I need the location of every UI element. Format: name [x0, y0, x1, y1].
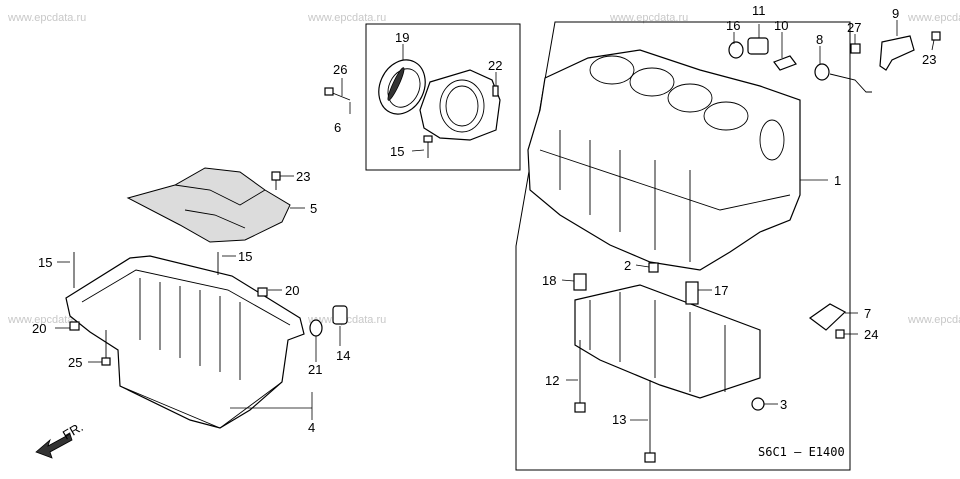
- callout-13: 13: [612, 412, 626, 427]
- callout-25: 25: [68, 355, 82, 370]
- callout-26: 26: [333, 62, 347, 77]
- oil-seal-housing[interactable]: [419, 69, 501, 141]
- callout-8: 8: [816, 32, 823, 47]
- callout-24: 24: [864, 327, 878, 342]
- bolt-head: [574, 402, 586, 413]
- block-webs: [559, 130, 691, 262]
- watermark-text: www.epcdata.ru: [907, 12, 960, 24]
- callout-3: 3: [780, 397, 787, 412]
- baffle-plate-body[interactable]: [126, 167, 291, 243]
- callout-12: 12: [545, 373, 559, 388]
- callout-9: 9: [892, 6, 899, 21]
- nut[interactable]: [257, 287, 268, 297]
- nut[interactable]: [751, 397, 765, 411]
- bearing-cap-webs: [589, 292, 726, 392]
- leader-lines: [55, 20, 935, 421]
- block-boss: [759, 119, 785, 161]
- callout-1: 1: [834, 173, 841, 188]
- bolt-head[interactable]: [101, 357, 111, 366]
- knock-sensor-8[interactable]: [814, 63, 830, 81]
- callout-15: 15: [38, 255, 52, 270]
- dowel-pin[interactable]: [492, 85, 499, 97]
- sealing-bolt-11[interactable]: [747, 37, 769, 55]
- oil-pan-flange: [81, 269, 291, 326]
- callout-23: 23: [296, 169, 310, 184]
- sensor-wire: [829, 73, 872, 93]
- bracket-7[interactable]: [808, 303, 847, 331]
- bolt-6: [324, 87, 351, 101]
- callout-16: 16: [726, 18, 740, 33]
- callout-4: 4: [308, 420, 315, 435]
- drain-washer[interactable]: [309, 319, 323, 337]
- group-frame: [365, 23, 521, 171]
- watermark-text: www.epcdata.ru: [907, 314, 960, 326]
- callout-21: 21: [308, 362, 322, 377]
- callout-23: 23: [922, 52, 936, 67]
- housing-bore: [439, 79, 485, 133]
- bolt-23[interactable]: [931, 31, 941, 41]
- cylinder-block[interactable]: [527, 49, 801, 271]
- oil-pan-body[interactable]: [65, 255, 305, 429]
- callout-20: 20: [32, 321, 46, 336]
- block-ridge: [539, 149, 791, 211]
- watermark-text: www.epcdata.ru: [307, 12, 386, 24]
- oil-pan-ribs: [139, 278, 241, 380]
- bolt-head[interactable]: [324, 87, 334, 96]
- front-arrow-icon: [35, 433, 73, 459]
- callout-22: 22: [488, 58, 502, 73]
- plug[interactable]: [648, 262, 659, 273]
- callout-11: 11: [752, 3, 766, 18]
- bearing-cap-bridge[interactable]: [574, 284, 761, 399]
- rear-seal-group: [365, 23, 521, 171]
- callout-5: 5: [310, 201, 317, 216]
- baffle-rib: [174, 184, 266, 206]
- oil-pressure-switch-10[interactable]: [773, 55, 797, 71]
- front-direction-indicator: FR.: [35, 419, 86, 459]
- callout-6: 6: [334, 120, 341, 135]
- callout-10: 10: [774, 18, 788, 33]
- bracket-9[interactable]: [879, 35, 915, 71]
- cylinder-block-group: [515, 21, 851, 471]
- callout-15: 15: [390, 144, 404, 159]
- bolt-24[interactable]: [835, 329, 845, 339]
- bolt-head[interactable]: [423, 135, 433, 143]
- group-frame: [515, 21, 851, 471]
- cylinder-bore: [629, 67, 675, 97]
- oil-seal-inner: [387, 68, 421, 108]
- callout-7: 7: [864, 306, 871, 321]
- callout-labels: 19 22 26 6 15 16 11 10 8 27 9 23 1 23 5 …: [32, 3, 936, 435]
- callout-18: 18: [542, 273, 556, 288]
- oil-seal-lip: [387, 67, 405, 101]
- diagram-code: S6C1 – E1400: [758, 445, 845, 459]
- bolt-27[interactable]: [850, 43, 861, 54]
- callout-2: 2: [624, 258, 631, 273]
- watermark-text: www.epcdata.ru: [609, 12, 688, 24]
- callout-19: 19: [395, 30, 409, 45]
- watermark-text: www.epcdata.ru: [7, 314, 86, 326]
- oil-pan-bottom: [119, 381, 283, 429]
- oil-pan: [65, 252, 348, 429]
- callout-14: 14: [336, 348, 350, 363]
- callout-20: 20: [285, 283, 299, 298]
- nut[interactable]: [69, 321, 80, 331]
- o-ring-16[interactable]: [728, 41, 744, 59]
- cylinder-bore: [667, 83, 713, 113]
- drain-bolt[interactable]: [332, 305, 348, 325]
- baffle-rib: [184, 209, 246, 229]
- callout-17: 17: [714, 283, 728, 298]
- bolt-head[interactable]: [271, 171, 281, 181]
- baffle-plate: [126, 167, 291, 243]
- dowel-pin-17[interactable]: [685, 281, 699, 305]
- bolt-head: [644, 452, 656, 463]
- housing-bore-inner: [445, 85, 479, 127]
- callout-27: 27: [847, 20, 861, 35]
- callout-15: 15: [238, 249, 252, 264]
- sensors: [728, 31, 941, 339]
- cylinder-bore: [589, 55, 635, 85]
- dowel-pin-18[interactable]: [573, 273, 587, 291]
- cylinder-bore: [703, 101, 749, 131]
- watermark-text: www.epcdata.ru: [7, 12, 86, 24]
